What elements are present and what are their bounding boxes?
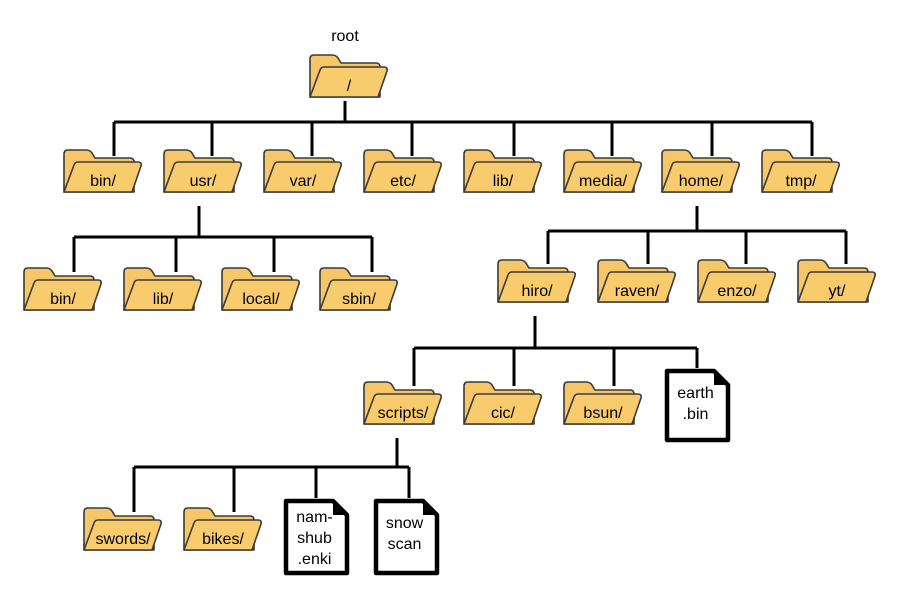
folder-label: cic/: [491, 405, 516, 422]
file-snow-scan[interactable]: snow scan: [373, 498, 440, 576]
folder-media[interactable]: media/: [563, 149, 642, 193]
folder-label: media/: [579, 173, 628, 190]
tree-connectors: [72, 101, 848, 512]
open-folder-icon: [123, 267, 202, 311]
open-folder-icon: [63, 149, 142, 193]
folder-home[interactable]: home/: [661, 149, 740, 193]
folder-bikes[interactable]: bikes/: [183, 507, 262, 551]
folder-usr-bin[interactable]: bin/: [23, 267, 102, 311]
folder-label: local/: [242, 291, 280, 308]
folder-label: yt/: [829, 283, 846, 300]
folder-hiro[interactable]: hiro/: [497, 259, 576, 303]
file-earth-bin[interactable]: earth .bin: [664, 368, 731, 443]
folder-cic[interactable]: cic/: [463, 381, 542, 425]
open-folder-icon: [463, 149, 542, 193]
open-folder-icon: [163, 149, 242, 193]
folder-label: lib/: [493, 173, 514, 190]
folder-label: bikes/: [202, 531, 244, 548]
folder-lib[interactable]: lib/: [463, 149, 542, 193]
folder-label: var/: [290, 173, 317, 190]
folder-label: /: [347, 78, 352, 95]
folder-swords[interactable]: swords/: [83, 507, 162, 551]
folder-label: swords/: [95, 531, 151, 548]
folder-scripts[interactable]: scripts/: [363, 381, 442, 425]
folder-label: raven/: [615, 283, 660, 300]
folder-label: etc/: [390, 173, 416, 190]
open-folder-icon: [597, 259, 676, 303]
folder-label: lib/: [153, 291, 174, 308]
folder-etc[interactable]: etc/: [363, 149, 442, 193]
file-label-line: .enki: [298, 551, 332, 568]
open-folder-icon: [183, 507, 262, 551]
root-caption: root: [331, 28, 359, 45]
folder-label: bin/: [90, 173, 116, 190]
file-label-line: nam-: [296, 509, 332, 526]
file-label-line: shub: [297, 530, 332, 547]
open-folder-icon: [497, 259, 576, 303]
folder-root[interactable]: /: [309, 54, 388, 98]
open-folder-icon: [221, 267, 300, 311]
open-folder-icon: [797, 259, 876, 303]
document-icon: [664, 368, 731, 443]
folder-enzo[interactable]: enzo/: [697, 259, 776, 303]
open-folder-icon: [363, 149, 442, 193]
folder-label: sbin/: [342, 291, 376, 308]
folder-label: hiro/: [521, 283, 553, 300]
open-folder-icon: [263, 149, 342, 193]
folder-yt[interactable]: yt/: [797, 259, 876, 303]
folder-label: bsun/: [583, 405, 623, 422]
folder-label: bin/: [50, 291, 76, 308]
folder-usr-sbin[interactable]: sbin/: [319, 267, 398, 311]
open-folder-icon: [309, 54, 388, 98]
open-folder-icon: [697, 259, 776, 303]
open-folder-icon: [563, 149, 642, 193]
folder-label: scripts/: [378, 405, 429, 422]
file-nam-shub-enki[interactable]: nam-shub .enki: [283, 498, 350, 576]
folder-bsun[interactable]: bsun/: [563, 381, 642, 425]
file-label-line: snow: [386, 515, 424, 532]
folder-label: usr/: [190, 173, 217, 190]
file-label-line: earth: [677, 385, 713, 402]
folder-usr[interactable]: usr/: [163, 149, 242, 193]
document-icon: [283, 498, 350, 576]
folder-usr-local[interactable]: local/: [221, 267, 300, 311]
open-folder-icon: [319, 267, 398, 311]
tree-nodes: / bin/usr/var/etc/lib/media/home/tmp/bin/…: [23, 54, 876, 576]
open-folder-icon: [761, 149, 840, 193]
folder-tmp[interactable]: tmp/: [761, 149, 840, 193]
open-folder-icon: [23, 267, 102, 311]
open-folder-icon: [363, 381, 442, 425]
document-icon: [373, 498, 440, 576]
folder-label: home/: [679, 173, 724, 190]
folder-label: enzo/: [717, 283, 757, 300]
open-folder-icon: [661, 149, 740, 193]
file-label-line: scan: [388, 536, 422, 553]
file-label-line: .bin: [683, 406, 709, 423]
folder-var[interactable]: var/: [263, 149, 342, 193]
open-folder-icon: [463, 381, 542, 425]
folder-bin[interactable]: bin/: [63, 149, 142, 193]
open-folder-icon: [563, 381, 642, 425]
open-folder-icon: [83, 507, 162, 551]
folder-usr-lib[interactable]: lib/: [123, 267, 202, 311]
folder-raven[interactable]: raven/: [597, 259, 676, 303]
folder-label: tmp/: [785, 173, 817, 190]
